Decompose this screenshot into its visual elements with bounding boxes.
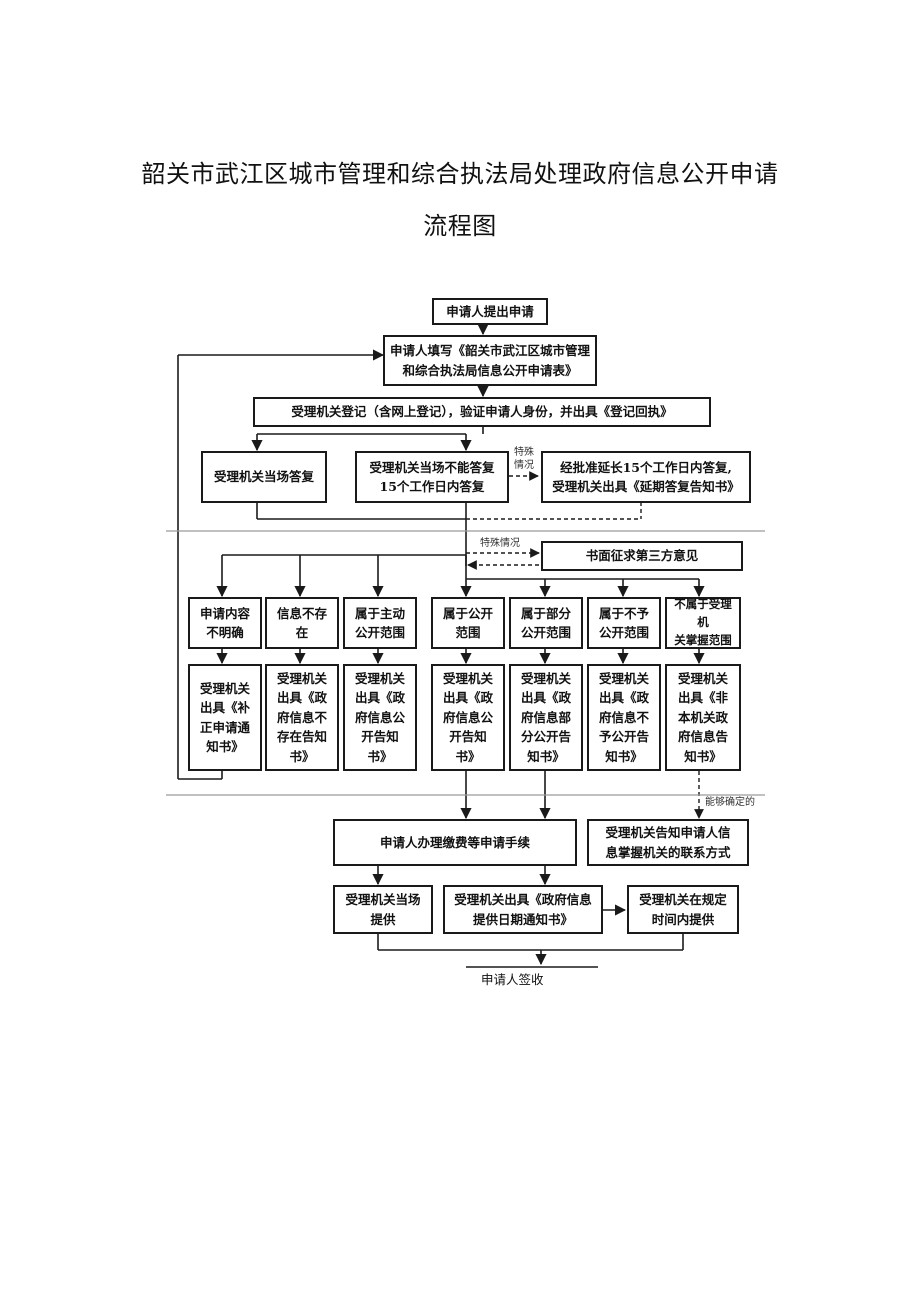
fees-procedure-box: 申请人办理缴费等申请手续 xyxy=(333,819,577,866)
notice-not-public-box: 受理机关 出具《政 府信息不 予公开告 知书》 xyxy=(587,664,661,771)
category-not-public-box: 属于不予 公开范围 xyxy=(587,597,661,649)
category-not-exist-box: 信息不存在 xyxy=(265,597,339,649)
notice-public-box: 受理机关 出具《政 府信息公 开告知 书》 xyxy=(431,664,505,771)
notice-not-exist-box: 受理机关 出具《政 府信息不 存在告知 书》 xyxy=(265,664,339,771)
reply-15-days-box: 受理机关当场不能答复 15个工作日内答复 xyxy=(355,451,509,503)
notice-not-held-box: 受理机关 出具《非 本机关政 府信息告 知书》 xyxy=(665,664,741,771)
category-partial-public-box: 属于部分 公开范围 xyxy=(509,597,583,649)
notice-active-public-box: 受理机关 出具《政 府信息公 开告知 书》 xyxy=(343,664,417,771)
provide-on-spot-box: 受理机关当场 提供 xyxy=(333,885,433,934)
notice-partial-public-box: 受理机关 出具《政 府信息部 分公开告 知书》 xyxy=(509,664,583,771)
category-not-held-box: 不属于受理机 关掌握范围 xyxy=(665,597,741,649)
category-unclear-box: 申请内容 不明确 xyxy=(188,597,262,649)
notice-supplement-box: 受理机关 出具《补 正申请通 知书》 xyxy=(188,664,262,771)
page-title: 韶关市武江区城市管理和综合执法局处理政府信息公开申请 xyxy=(141,160,779,188)
inform-contact-box: 受理机关告知申请人信 息掌握机关的联系方式 xyxy=(587,819,749,866)
register-box: 受理机关登记（含网上登记），验证申请人身份，并出具《登记回执》 xyxy=(253,397,711,427)
special-case-label-1: 特殊 情况 xyxy=(514,447,534,471)
category-public-box: 属于公开 范围 xyxy=(431,597,505,649)
third-party-opinion-box: 书面征求第三方意见 xyxy=(541,541,743,571)
provide-in-time-box: 受理机关在规定 时间内提供 xyxy=(627,885,739,934)
applicant-sign-label: 申请人签收 xyxy=(481,972,544,987)
can-determine-label: 能够确定的 xyxy=(705,797,755,808)
fill-form-box: 申请人填写《韶关市武江区城市管理 和综合执法局信息公开申请表》 xyxy=(383,335,597,386)
page-title-line-2: 流程图 xyxy=(423,212,497,240)
category-active-public-box: 属于主动 公开范围 xyxy=(343,597,417,649)
reply-on-spot-box: 受理机关当场答复 xyxy=(201,451,327,503)
extend-15-days-box: 经批准延长15个工作日内答复, 受理机关出具《延期答复告知书》 xyxy=(541,451,751,503)
special-case-label-2: 特殊情况 xyxy=(480,538,520,549)
submit-application-box: 申请人提出申请 xyxy=(432,298,548,325)
date-notice-box: 受理机关出具《政府信息 提供日期通知书》 xyxy=(443,885,603,934)
